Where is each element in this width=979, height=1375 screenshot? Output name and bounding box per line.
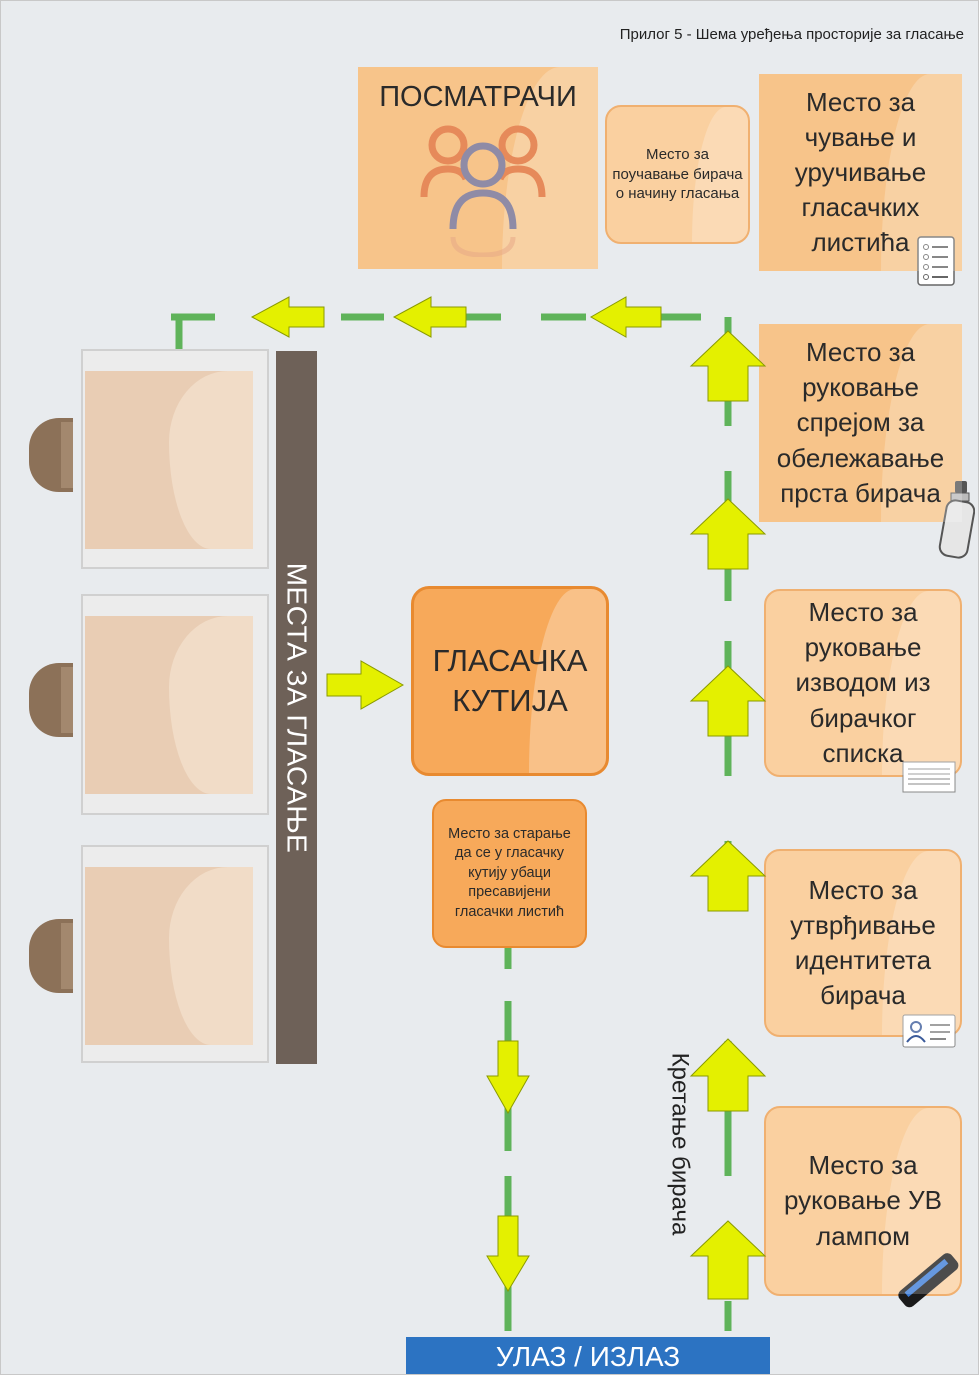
entrance-exit[interactable]: УЛАЗ / ИЗЛАЗ (406, 1337, 770, 1374)
voting-booth-1 (81, 349, 269, 569)
ballot-distribution-label: Место за чување и уручивање гласачких ли… (794, 86, 927, 258)
uv-lamp-station: Место за руковање УВ лампом (764, 1106, 962, 1296)
identity-check-station: Место за утврђивање идентитета бирача (764, 849, 962, 1037)
booth-chair-3 (29, 919, 73, 993)
document-lines-icon (902, 761, 956, 793)
identity-check-label: Место за утврђивање идентитета бирача (790, 874, 936, 1011)
finger-spray-label: Место за руковање спрејом за обележавање… (776, 337, 945, 508)
voter-list-label: Место за руковање изводом из бирачког сп… (795, 597, 931, 768)
ballot-distribution-station: Место за чување и уручивање гласачких ли… (759, 74, 962, 271)
booth-chair-2 (29, 663, 73, 737)
spray-bottle-icon (938, 481, 975, 559)
ballot-box: ГЛАСАЧКА КУТИЈА (411, 586, 609, 776)
uv-lamp-label: Место за руковање УВ лампом (784, 1150, 942, 1251)
voter-list-station: Место за руковање изводом из бирачког сп… (764, 589, 962, 777)
ballot-box-supervisor: Место за старање да се у гласачку кутију… (432, 799, 587, 948)
uv-lamp-icon (898, 1253, 959, 1308)
id-card-icon (902, 1014, 956, 1048)
diagram-caption: Прилог 5 - Шема уређења просторије за гл… (619, 26, 964, 43)
voter-instruction-station: Место за поучавање бирача о начину гласа… (605, 105, 750, 244)
ballot-list-icon (917, 236, 955, 286)
voter-instruction-label: Место за поучавање бирача о начину гласа… (612, 146, 743, 203)
booth-chair-1 (29, 418, 73, 492)
ballot-box-supervisor-label: Место за старање да се у гласачку кутију… (448, 825, 571, 920)
observers-area: ПОСМАТРАЧИ (358, 67, 598, 269)
voter-movement-label: Кретање бирача (666, 1052, 694, 1235)
voting-booths-partition (276, 351, 317, 1064)
observers-label: ПОСМАТРАЧИ (379, 81, 577, 113)
voting-booth-3 (81, 845, 269, 1063)
voting-booth-2 (81, 594, 269, 815)
ballot-box-label: ГЛАСАЧКА КУТИЈА (432, 642, 588, 718)
finger-spray-station: Место за руковање спрејом за обележавање… (759, 324, 962, 522)
people-group-icon (420, 125, 546, 257)
